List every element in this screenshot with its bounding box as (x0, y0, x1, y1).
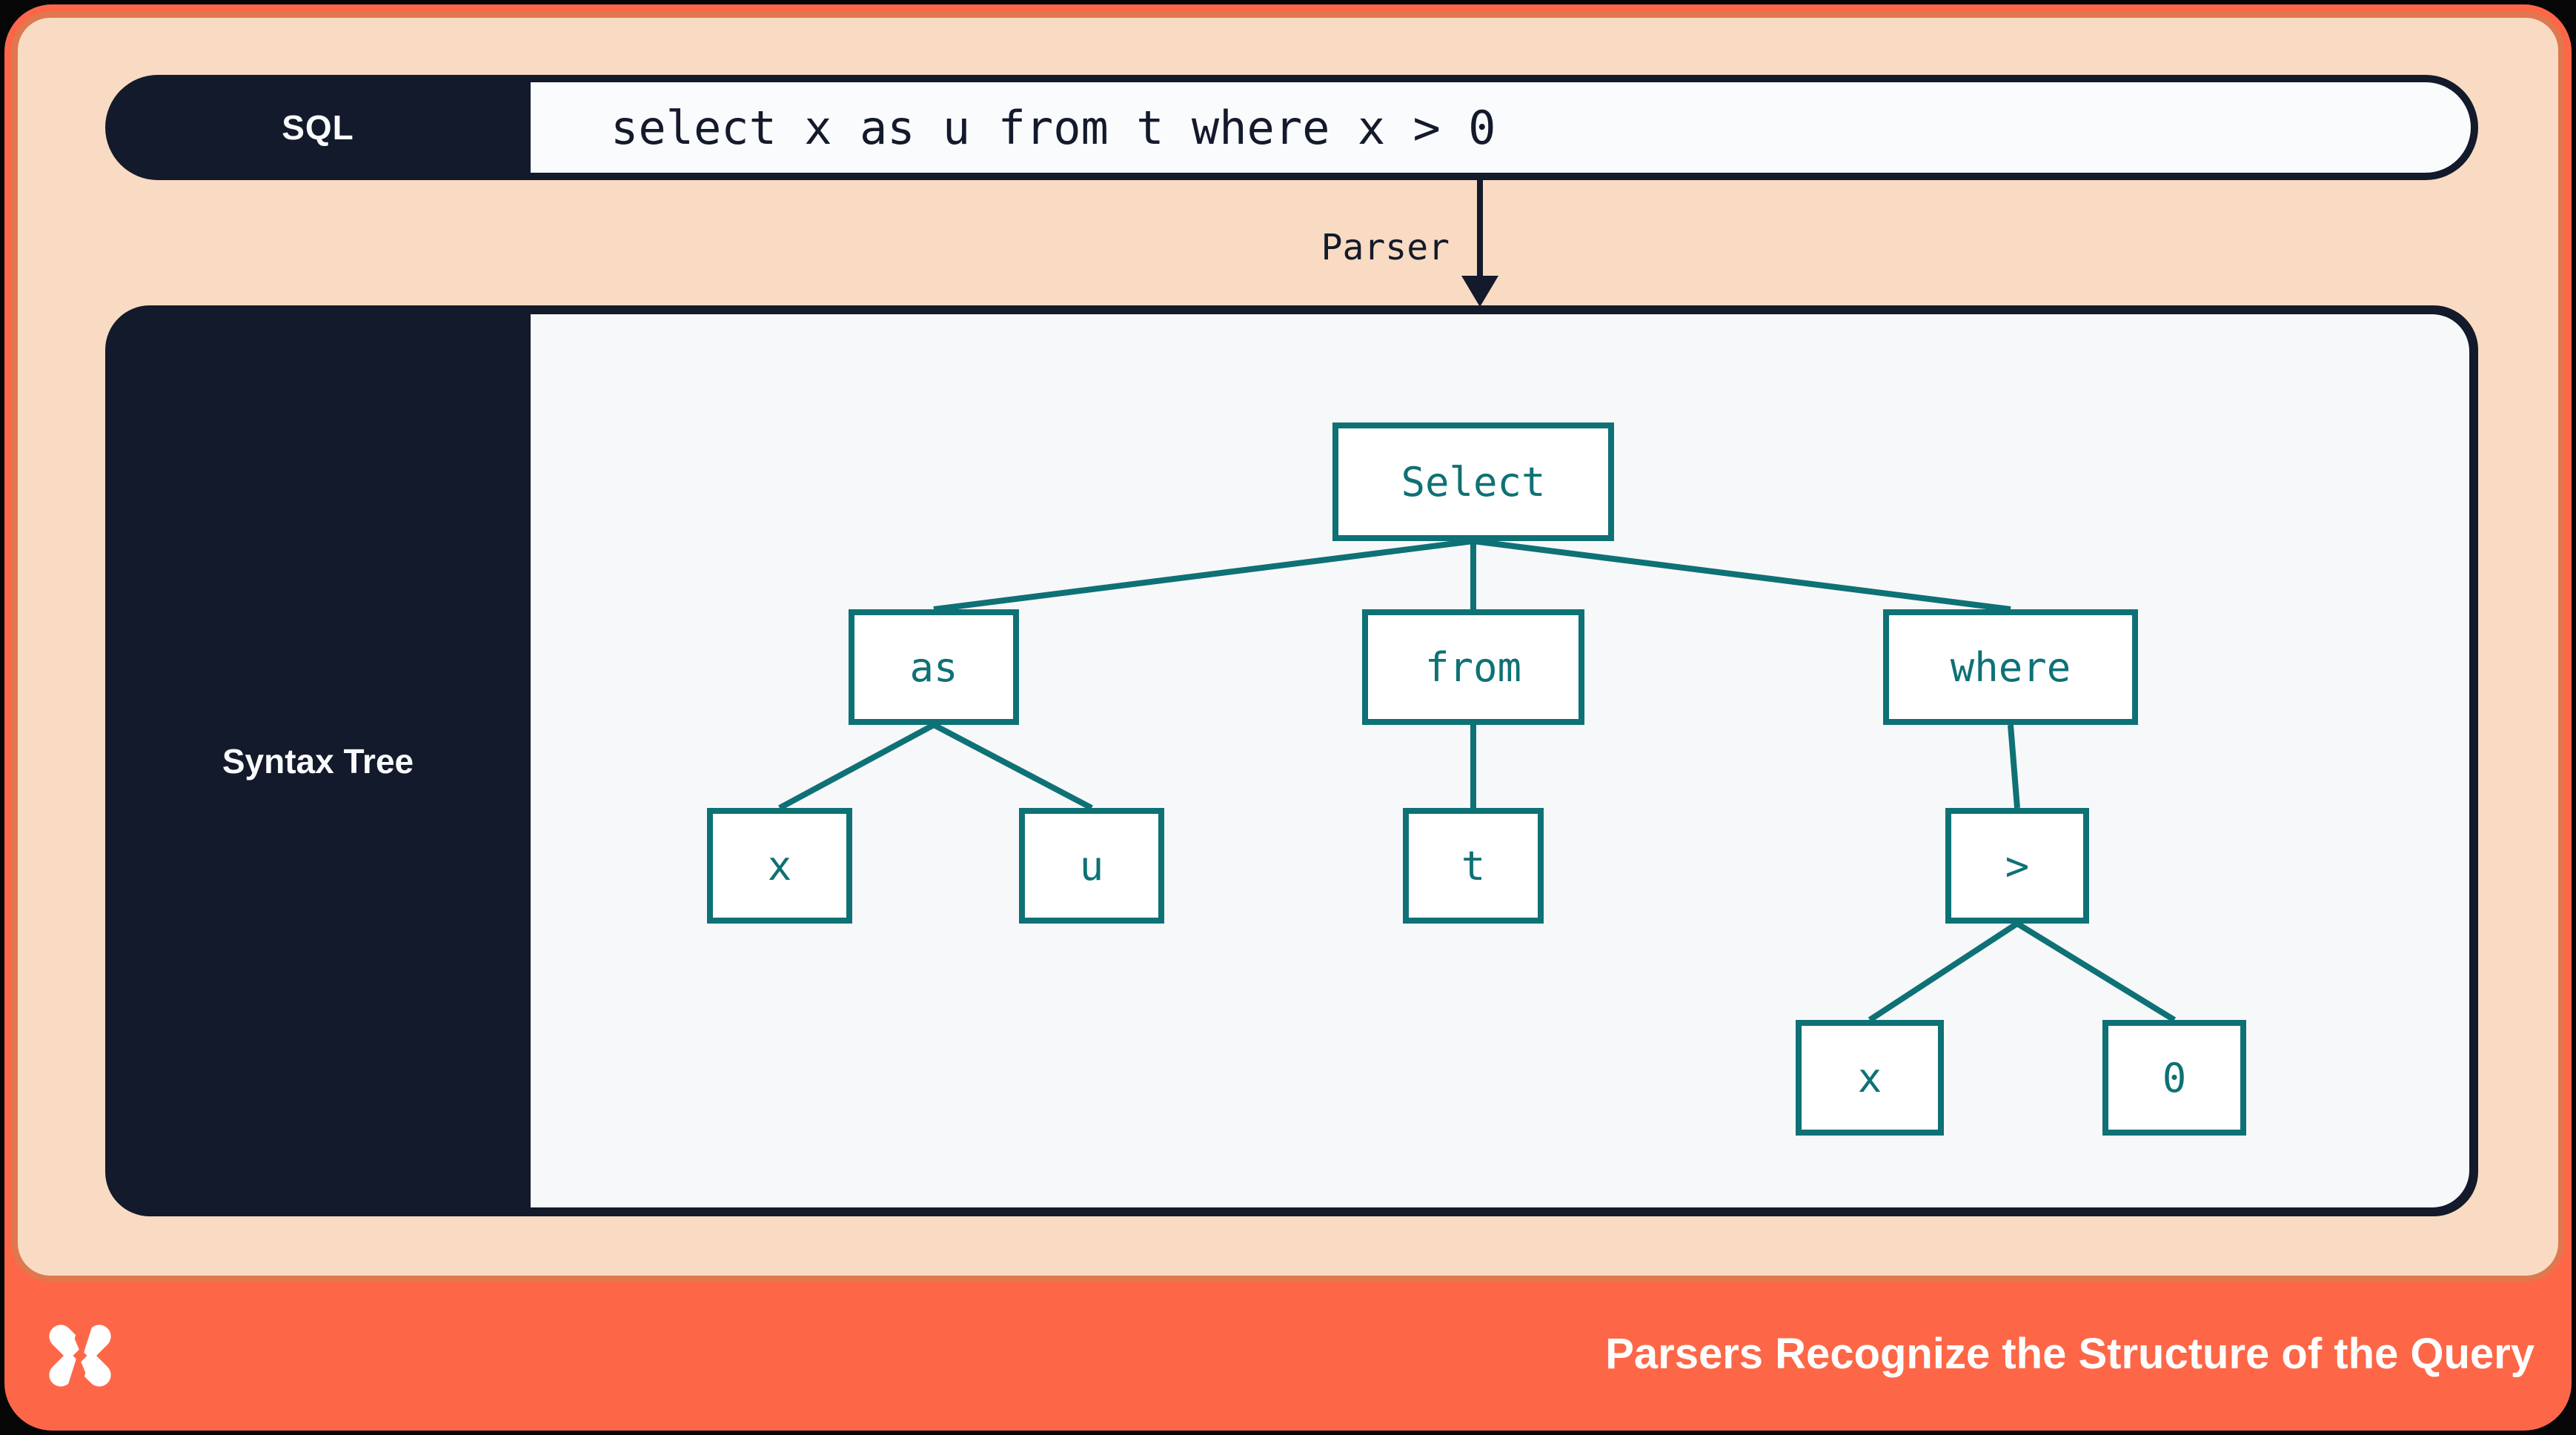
syntax-tree-panel: Select as from where x u t > x 0 (531, 314, 2469, 1207)
footer-title: Parsers Recognize the Structure of the Q… (1605, 1330, 2534, 1378)
sql-query-text: select x as u from t where x > 0 (611, 100, 1496, 155)
syntax-tree-box: Syntax Tree Select (105, 305, 2478, 1216)
sql-bar-label: SQL (282, 108, 354, 147)
syntax-tree-label: Syntax Tree (222, 741, 414, 781)
tree-node-from: from (1362, 609, 1584, 725)
tree-node-as: as (849, 609, 1019, 725)
syntax-tree-label-zone: Syntax Tree (105, 305, 531, 1216)
tree-node-u: u (1019, 808, 1164, 924)
slide-card: SQL select x as u from t where x > 0 Par… (4, 4, 2572, 1431)
tree-node-gt: > (1945, 808, 2089, 924)
tree-node-select: Select (1332, 422, 1614, 541)
tree-node-t: t (1403, 808, 1544, 924)
parser-arrow (1477, 180, 1483, 281)
sql-bar: SQL select x as u from t where x > 0 (105, 75, 2478, 180)
sql-query-panel: select x as u from t where x > 0 (531, 82, 2471, 173)
tree-node-x-operand: x (1796, 1020, 1944, 1136)
parser-arrowhead-icon (1461, 276, 1498, 307)
sql-bar-label-zone: SQL (105, 75, 531, 180)
tree-node-zero: 0 (2102, 1020, 2246, 1136)
tree-node-x-column: x (707, 808, 852, 924)
tree-node-where: where (1883, 609, 2138, 725)
parser-label: Parser (1321, 227, 1450, 268)
dolt-logo-icon (49, 1319, 111, 1393)
footer-bar: Parsers Recognize the Structure of the Q… (4, 1276, 2572, 1431)
tree-edges (778, 538, 2177, 1023)
